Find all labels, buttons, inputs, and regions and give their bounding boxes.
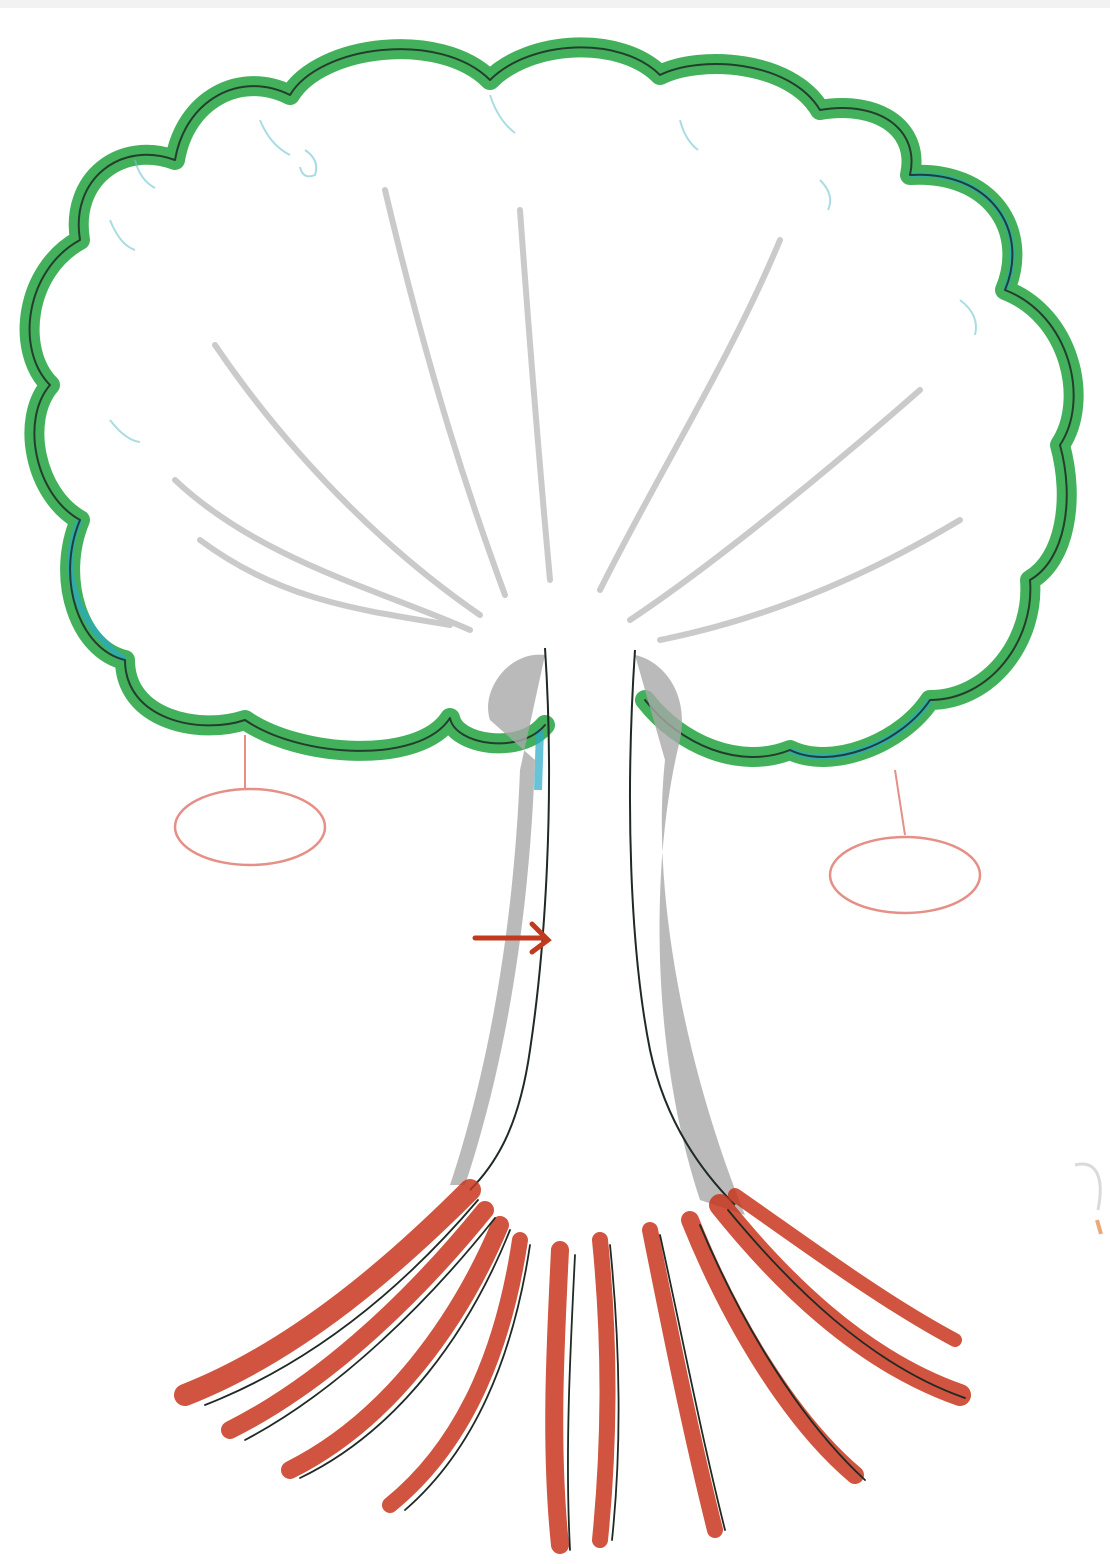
paper-top-shadow xyxy=(0,0,1110,8)
canopy-blue-accent-trunk xyxy=(538,730,540,790)
